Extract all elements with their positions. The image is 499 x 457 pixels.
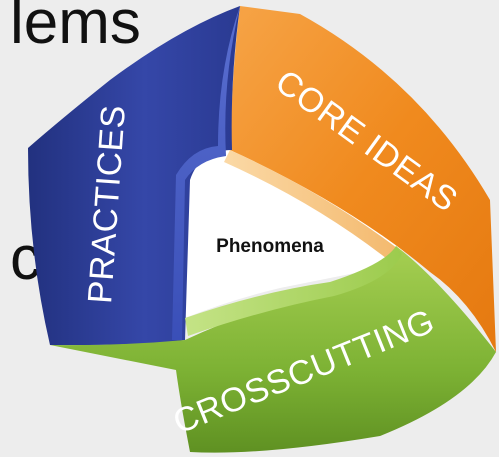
practices-band-edge — [172, 6, 240, 340]
crosscutting-band — [50, 246, 496, 453]
core-ideas-band-edge — [224, 150, 410, 266]
practices-band — [28, 6, 240, 346]
background-slide-text-top: lems — [10, 0, 141, 57]
crosscutting-band-edge — [185, 246, 402, 336]
center-triangle — [180, 140, 404, 318]
center-label: Phenomena — [216, 236, 324, 257]
core-ideas-band — [230, 6, 496, 352]
